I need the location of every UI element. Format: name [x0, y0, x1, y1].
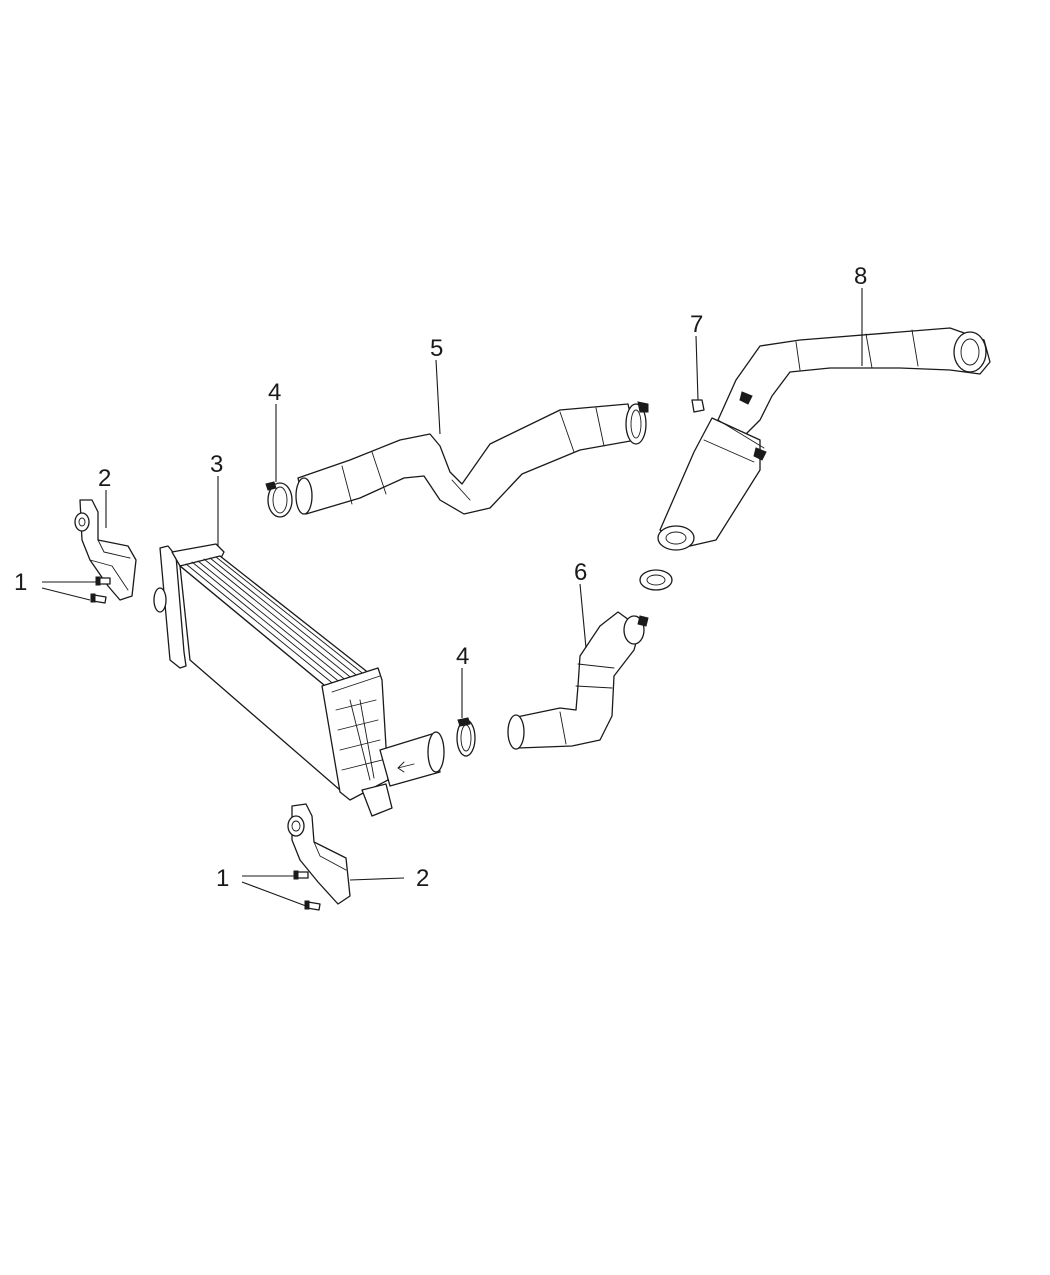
callout-8: 8 [854, 263, 867, 290]
callout-2-upper: 2 [98, 465, 111, 492]
callout-5: 5 [430, 335, 443, 362]
intercooler-core [153, 543, 445, 817]
callout-3: 3 [210, 451, 223, 478]
callout-4-lower: 4 [456, 643, 469, 670]
callout-2-lower: 2 [416, 865, 429, 892]
callout-1-lower: 1 [216, 865, 229, 892]
callout-labels: 1 2 3 4 5 4 6 7 8 1 2 [14, 263, 867, 892]
hose-upper [295, 401, 649, 515]
bolts-lower [293, 870, 321, 911]
nut [691, 399, 705, 413]
callout-6: 6 [574, 559, 587, 586]
callout-1-upper: 1 [14, 569, 27, 596]
bolts-upper [90, 576, 111, 604]
duct-long [657, 327, 991, 551]
clamp-lower [456, 717, 476, 757]
callout-7: 7 [690, 311, 703, 338]
bracket-lower [287, 803, 351, 905]
leader-lines [41, 288, 863, 907]
hose-lower [507, 611, 649, 750]
clamp-duct [639, 569, 673, 591]
bracket-upper [74, 499, 137, 601]
callout-4-upper: 4 [268, 379, 281, 406]
clamp-upper [265, 481, 293, 518]
